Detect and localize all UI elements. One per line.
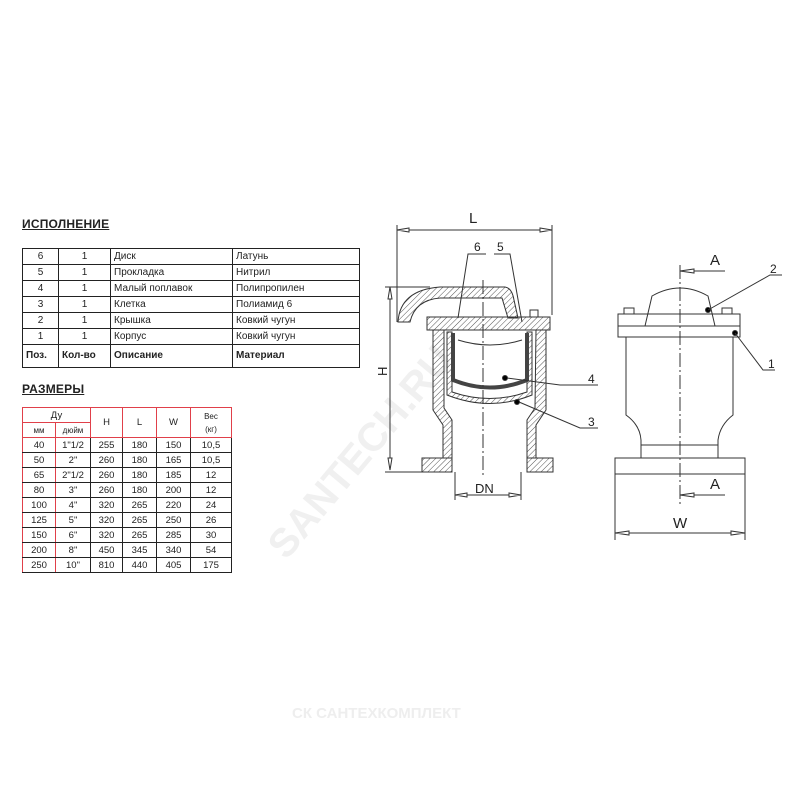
arrow-icon bbox=[396, 227, 553, 233]
h-header: H bbox=[90, 407, 123, 438]
dim-h-label: H bbox=[375, 367, 390, 376]
top-flange bbox=[426, 316, 551, 331]
dim-w-label: W bbox=[673, 515, 688, 532]
callout-1: 1 bbox=[768, 357, 775, 371]
external-view bbox=[614, 265, 782, 540]
arrow-icon bbox=[679, 268, 695, 274]
cage bbox=[446, 331, 533, 404]
arrow-icon bbox=[614, 530, 746, 536]
base-flange bbox=[614, 457, 746, 475]
callout-3: 3 bbox=[588, 415, 595, 429]
cover-flange bbox=[617, 313, 741, 327]
callout-2: 2 bbox=[770, 262, 777, 276]
arrow-icon bbox=[387, 286, 393, 471]
parts-header-qty: Кол-во bbox=[58, 344, 111, 368]
parts-header-desc: Описание bbox=[110, 344, 233, 368]
base-flange-right bbox=[526, 457, 554, 473]
sizes-heading: РАЗМЕРЫ bbox=[22, 382, 85, 396]
hood bbox=[397, 286, 519, 323]
dim-l-label: L bbox=[469, 210, 477, 227]
sizes-cell: 10" bbox=[55, 557, 91, 573]
callout-2-leader bbox=[707, 274, 782, 311]
callout-5: 5 bbox=[497, 240, 504, 254]
arrow-icon bbox=[679, 492, 695, 498]
callout-6-leader bbox=[457, 253, 486, 319]
weight-header: Вес(кг) bbox=[190, 407, 232, 438]
execution-heading: ИСПОЛНЕНИЕ bbox=[22, 217, 110, 231]
section-view bbox=[385, 225, 598, 500]
sizes-cell: 405 bbox=[156, 557, 191, 573]
sizes-cell: 175 bbox=[190, 557, 232, 573]
callout-4-leader bbox=[506, 377, 598, 386]
base-flange-left bbox=[421, 457, 453, 473]
section-a-top: A bbox=[710, 252, 720, 269]
callout-6: 6 bbox=[474, 240, 481, 254]
dim-dn-label: DN bbox=[475, 481, 494, 496]
callout-1-leader bbox=[734, 332, 775, 371]
section-a-bottom: A bbox=[710, 476, 720, 493]
footer-watermark: СК САНТЕХКОМПЛЕКТ bbox=[292, 705, 461, 722]
callout-3-leader bbox=[518, 401, 598, 429]
parts-header-material: Материал bbox=[232, 344, 360, 368]
arrow-icon bbox=[454, 492, 522, 498]
callout-5-leader bbox=[494, 253, 523, 323]
cover-dome bbox=[644, 287, 716, 327]
callout-4: 4 bbox=[588, 372, 595, 386]
